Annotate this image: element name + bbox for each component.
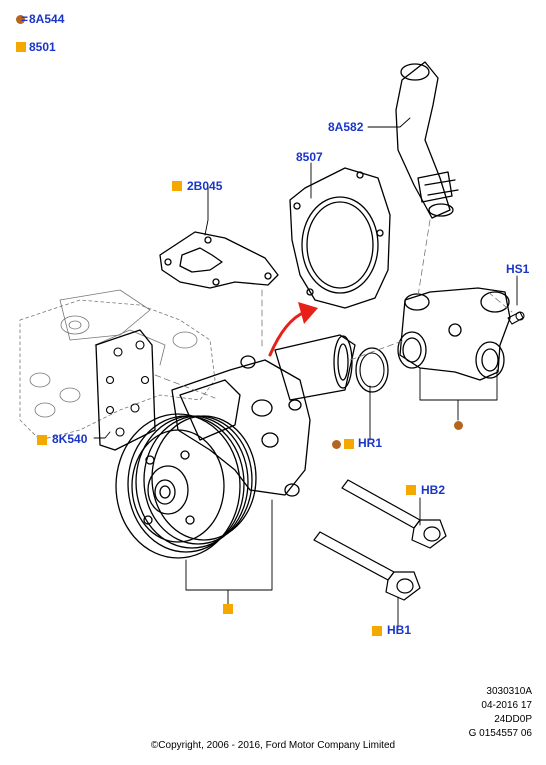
screw-part [507, 311, 525, 325]
oring-part [355, 347, 389, 393]
label-screw[interactable]: HS1 [506, 262, 530, 276]
marker-square-2b045 [172, 181, 182, 191]
marker-dot-hr1 [332, 440, 341, 449]
marker-square-pulley [223, 604, 233, 614]
label-pump-gasket[interactable]: 2B045 [187, 179, 223, 193]
ref-line-4: G 0154557 06 [468, 728, 532, 739]
red-direction-arrow [268, 302, 318, 357]
label-thermostat-gasket[interactable]: 8507 [296, 150, 323, 164]
legend-equals-dot: = [21, 12, 29, 26]
ref-line-3: 24DD0P [494, 714, 532, 725]
label-hose[interactable]: 8A582 [328, 120, 364, 134]
engine-block-ghost [19, 289, 216, 441]
ref-line-1: 3030310A [486, 686, 532, 697]
pump-body-part [171, 334, 356, 497]
coolant-hose-part [395, 61, 459, 219]
legend-dot-marker [16, 15, 25, 24]
marker-dot-housing [454, 421, 463, 430]
leader-lines [93, 117, 518, 629]
marker-square-hb1 [372, 626, 382, 636]
pump-gasket-part [159, 231, 279, 289]
label-bracket[interactable]: 8K540 [52, 432, 88, 446]
marker-square-hr1 [344, 439, 354, 449]
label-long-bolt[interactable]: HB2 [421, 483, 446, 497]
assembly-axis-lines [154, 219, 513, 399]
legend-label-dot: 8A544 [29, 12, 65, 26]
copyright-text: ©Copyright, 2006 - 2016, Ford Motor Comp… [150, 740, 396, 751]
marker-square-8k540 [37, 435, 47, 445]
marker-square-hb2 [406, 485, 416, 495]
label-oring[interactable]: HR1 [358, 436, 383, 450]
thermostat-gasket-part [289, 167, 391, 309]
ref-line-2: 04-2016 17 [481, 700, 532, 711]
thermostat-housing-part [397, 287, 511, 381]
label-short-bolt[interactable]: HB1 [387, 623, 412, 637]
bracket-part [95, 329, 156, 451]
legend-square-marker [16, 42, 26, 52]
legend-label-square: 8501 [29, 40, 56, 54]
short-bolt-part [313, 531, 421, 601]
